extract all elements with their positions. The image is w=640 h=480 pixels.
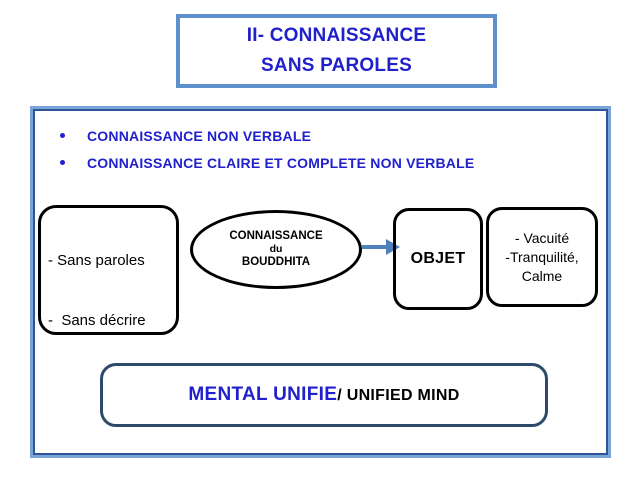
left-box-line: - Sans paroles (48, 252, 145, 269)
right-box-line: -Tranquilité, (505, 248, 579, 265)
unified-mind-label: / UNIFIED MIND (337, 387, 460, 404)
bullet-dot-icon (60, 160, 65, 165)
bullet-text: CONNAISSANCE NON VERBALE (87, 127, 312, 144)
title-box: II- CONNAISSANCE SANS PAROLES (176, 14, 497, 88)
bullet-text: CONNAISSANCE CLAIRE ET COMPLETE NON VERB… (87, 154, 475, 171)
ellipse-line-2: du (269, 243, 283, 255)
left-box-line: - Sans décrire (48, 312, 146, 329)
bullet-item: CONNAISSANCE NON VERBALE (60, 122, 474, 149)
sans-paroles-box: - Sans paroles - Sans décrire - l’objet … (38, 205, 179, 335)
right-box-line: - Vacuité (514, 229, 570, 246)
vacuite-box: - Vacuité -Tranquilité, Calme (486, 207, 598, 307)
objet-box: OBJET (393, 208, 483, 310)
ellipse-line-1: CONNAISSANCE (229, 230, 323, 242)
connaissance-ellipse: CONNAISSANCE du BOUDDHITA (190, 210, 362, 289)
bullet-item: CONNAISSANCE CLAIRE ET COMPLETE NON VERB… (60, 149, 474, 176)
mental-unifie-label: MENTAL UNIFIE (188, 384, 338, 405)
title-line-2: SANS PAROLES (261, 55, 412, 76)
objet-label: OBJET (410, 250, 466, 267)
mental-unifie-box: MENTAL UNIFIE/ UNIFIED MIND (100, 363, 548, 427)
ellipse-line-3: BOUDDHITA (241, 256, 311, 268)
bullet-dot-icon (60, 133, 65, 138)
title-line-1: II- CONNAISSANCE (246, 25, 427, 46)
bullet-list: CONNAISSANCE NON VERBALE CONNAISSANCE CL… (60, 122, 474, 176)
mental-unifie-text: MENTAL UNIFIE/ UNIFIED MIND (103, 366, 545, 425)
arrow-shaft (362, 245, 388, 249)
content-panel: CONNAISSANCE NON VERBALE CONNAISSANCE CL… (30, 106, 611, 458)
right-box-line: Calme (521, 267, 563, 284)
